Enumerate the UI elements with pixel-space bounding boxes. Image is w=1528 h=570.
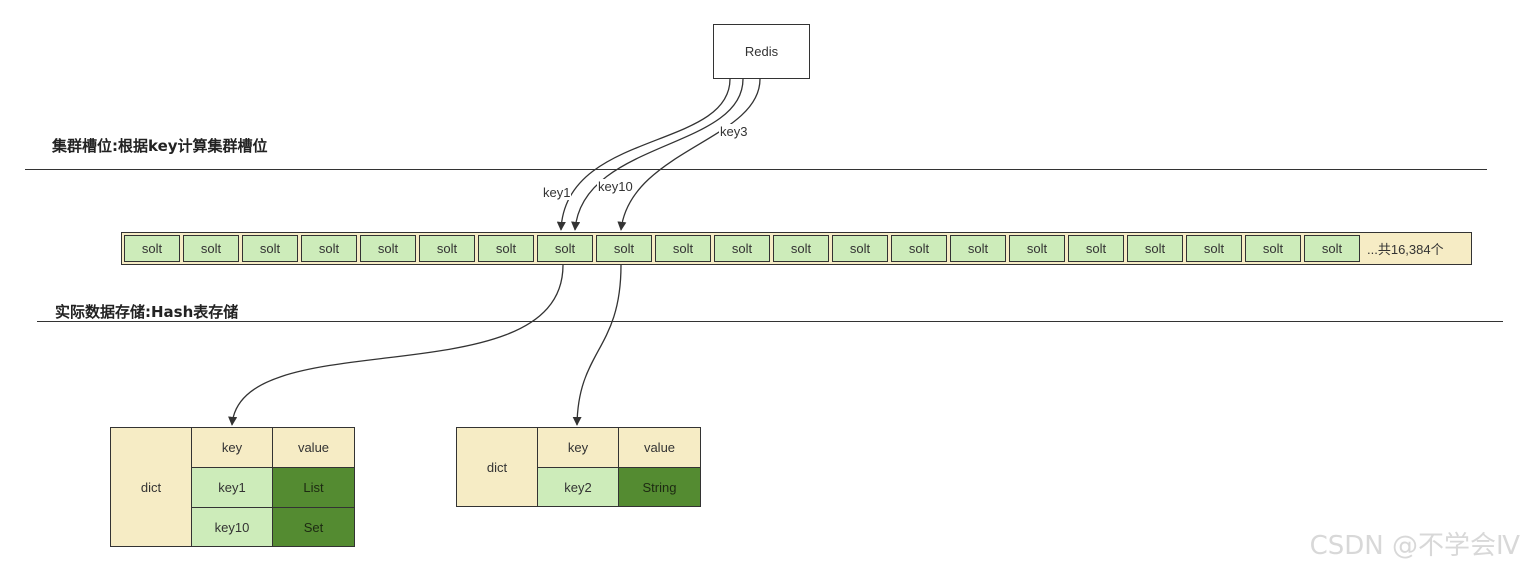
dict-header-value: value [272, 427, 355, 468]
slot-cell: solt [1245, 235, 1301, 262]
edge-label-key3: key3 [719, 124, 749, 139]
slot-cell: solt [301, 235, 357, 262]
dict-row-value-label: Set [303, 519, 324, 535]
edge-label-key10: key10 [597, 179, 634, 194]
slot-total-label: ...共16,384个 [1367, 242, 1444, 257]
dict-name: dict [486, 459, 508, 475]
dict-row-key: key1 [191, 467, 273, 508]
slot-cell: solt [1068, 235, 1124, 262]
edge-slot-to-dict-2 [572, 264, 622, 426]
dict-row-key-label: key10 [214, 519, 250, 535]
slot-cell: solt [714, 235, 770, 262]
storage-section-divider [37, 321, 1503, 322]
slot-cell: solt [655, 235, 711, 262]
dict-name: dict [140, 479, 162, 495]
storage-section-title: 实际数据存储:Hash表存储 [55, 303, 239, 321]
slot-cell: solt [360, 235, 416, 262]
dict-row-value-label: List [303, 480, 324, 495]
slot-cell: solt [832, 235, 888, 262]
slot-section-title: 集群槽位:根据key计算集群槽位 [52, 137, 268, 155]
slot-cell: solt [242, 235, 298, 262]
slot-cell: solt [419, 235, 475, 262]
slot-cell: solt [183, 235, 239, 262]
dict-row-key-label: key2 [564, 479, 592, 495]
slot-cell: solt [891, 235, 947, 262]
dict-row-value: Set [272, 507, 355, 547]
dict-row-value: String [618, 467, 701, 507]
slot-cell: solt [596, 235, 652, 262]
dict-header-key-label: key [221, 440, 243, 455]
slot-cell: solt [1009, 235, 1065, 262]
dict-header-key: key [537, 427, 619, 468]
redis-node-label: Redis [744, 44, 779, 59]
slot-cell: solt [124, 235, 180, 262]
edge-label-key1: key1 [542, 185, 572, 200]
redis-node: Redis [713, 24, 810, 79]
slot-cell: solt [537, 235, 593, 262]
edge-key3 [617, 78, 761, 231]
dict-row-key: key2 [537, 467, 619, 507]
watermark: CSDN @不学会Ⅳ [1309, 531, 1520, 561]
dict-header-key: key [191, 427, 273, 468]
dict-row-value: List [272, 467, 355, 508]
dict-row-key-label: key1 [218, 480, 246, 495]
edge-slot-to-dict-1 [228, 264, 564, 426]
dict-header-value: value [618, 427, 701, 468]
dict-name-cell: dict [110, 427, 192, 547]
edge-key10 [571, 78, 744, 231]
dict-header-key-label: key [567, 440, 589, 455]
slot-section-divider [25, 169, 1487, 170]
dict-header-value-label: value [297, 440, 330, 455]
slot-cell: solt [1186, 235, 1242, 262]
dict-row-value-label: String [642, 479, 677, 495]
slot-cell: solt [1127, 235, 1183, 262]
slot-cell: solt [1304, 235, 1360, 262]
slot-cell: solt [950, 235, 1006, 262]
dict-header-value-label: value [643, 440, 676, 455]
slot-cell: solt [478, 235, 534, 262]
slot-cell: solt [773, 235, 829, 262]
